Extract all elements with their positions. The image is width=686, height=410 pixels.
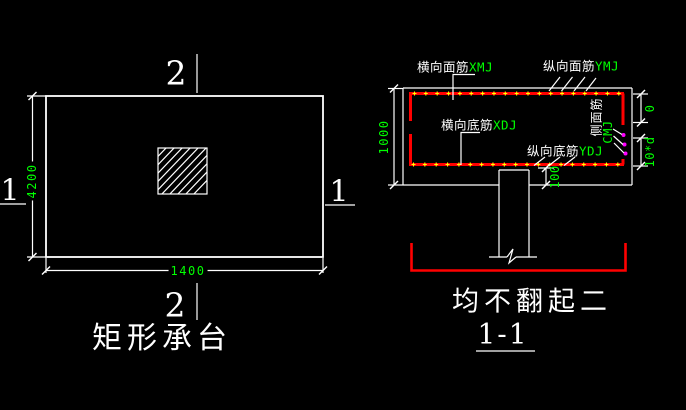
top-bar-dots [412,91,621,96]
label-bottom-longitudinal-code: YDJ [579,143,604,159]
bar-dot [422,162,427,167]
side-bar-dot [623,151,628,156]
leader-lines [452,73,625,166]
plan-title: 矩形承台 [92,321,232,356]
section-caption: 均不翻起二 [452,286,612,318]
section-dim-top: 0 [643,103,657,113]
bar-dot [434,162,439,167]
section-dim-hook: 10*d [643,136,657,168]
bar-dot [593,162,598,167]
bottom-bar-dots [411,162,620,167]
pedestal [489,169,537,265]
section-dim-height: 1000 [377,119,391,155]
section-dim-bottom: 100 [548,165,562,189]
side-bar-dots [621,133,628,156]
bar-dot [480,91,485,96]
bar-dot [412,91,417,96]
label-bottom-transverse: 横向底筋XDJ [441,115,517,134]
plan-section-mark-right: 1 [329,174,349,210]
label-top-transverse-code: XMJ [469,59,494,75]
bar-dot [560,91,565,96]
bar-dot [571,91,576,96]
bar-dot [502,162,507,167]
bar-dot [503,91,508,96]
bar-dot [536,162,541,167]
bar-dot [526,91,530,96]
bar-dot [604,162,609,167]
pile-cap-outline [45,95,324,258]
column-hatch [157,147,208,195]
bar-dot [513,162,518,167]
bar-dot [457,91,462,96]
dim-1000-lines [388,84,403,190]
plan-section-mark-top: 2 [165,53,187,93]
label-top-transverse: 横向面筋XMJ [417,57,493,76]
bar-dot [548,91,553,96]
bar-dot [594,91,599,96]
bar-dot [456,162,461,167]
side-bar-dot [621,133,626,137]
label-side-bars-code: CMJ [601,120,615,144]
bar-dot [605,91,610,96]
bar-dot [490,162,495,167]
bar-dot [581,162,586,167]
label-top-longitudinal-code: YMJ [595,58,620,74]
bar-dot [468,162,473,167]
bar-dot [615,162,620,167]
bar-dot [491,91,496,96]
label-top-longitudinal: 纵向面筋YMJ [543,56,619,75]
bar-dot [445,162,450,167]
label-top-transverse-cn: 横向面筋 [417,59,470,75]
bar-dot [582,91,587,96]
bar-dot [559,162,564,167]
label-bottom-longitudinal: 纵向底筋YDJ [527,141,603,160]
plan-dim-width: 1400 [168,264,208,278]
red-bracket [410,243,627,272]
bar-dot [411,162,416,167]
label-bottom-transverse-code: XDJ [493,117,518,133]
bar-dot [525,162,529,167]
label-bottom-transverse-cn: 横向底筋 [441,117,494,133]
bar-dot [423,91,428,96]
bar-dot [616,91,621,96]
bar-dot [570,162,575,167]
dim-10d-lines [633,133,648,171]
plan-section-mark-left: 1 [0,173,20,209]
bar-dot [469,91,474,96]
plan-view [0,54,355,320]
bar-dot [479,162,484,167]
bar-dot [435,91,440,96]
bar-dot [514,91,519,96]
dim-0-lines [633,89,648,127]
plan-dim-height: 4200 [25,161,39,201]
section-view [388,73,648,352]
label-bottom-longitudinal-cn: 纵向底筋 [527,143,580,159]
dim-100-lines [538,163,554,190]
bar-dot [446,91,451,96]
label-top-longitudinal-cn: 纵向面筋 [543,58,596,74]
plan-section-mark-bottom: 2 [164,285,186,325]
bar-dot [537,91,542,96]
section-mark-lines [0,54,355,320]
side-bar-dot [622,142,627,147]
section-name: 1-1 [477,317,529,351]
